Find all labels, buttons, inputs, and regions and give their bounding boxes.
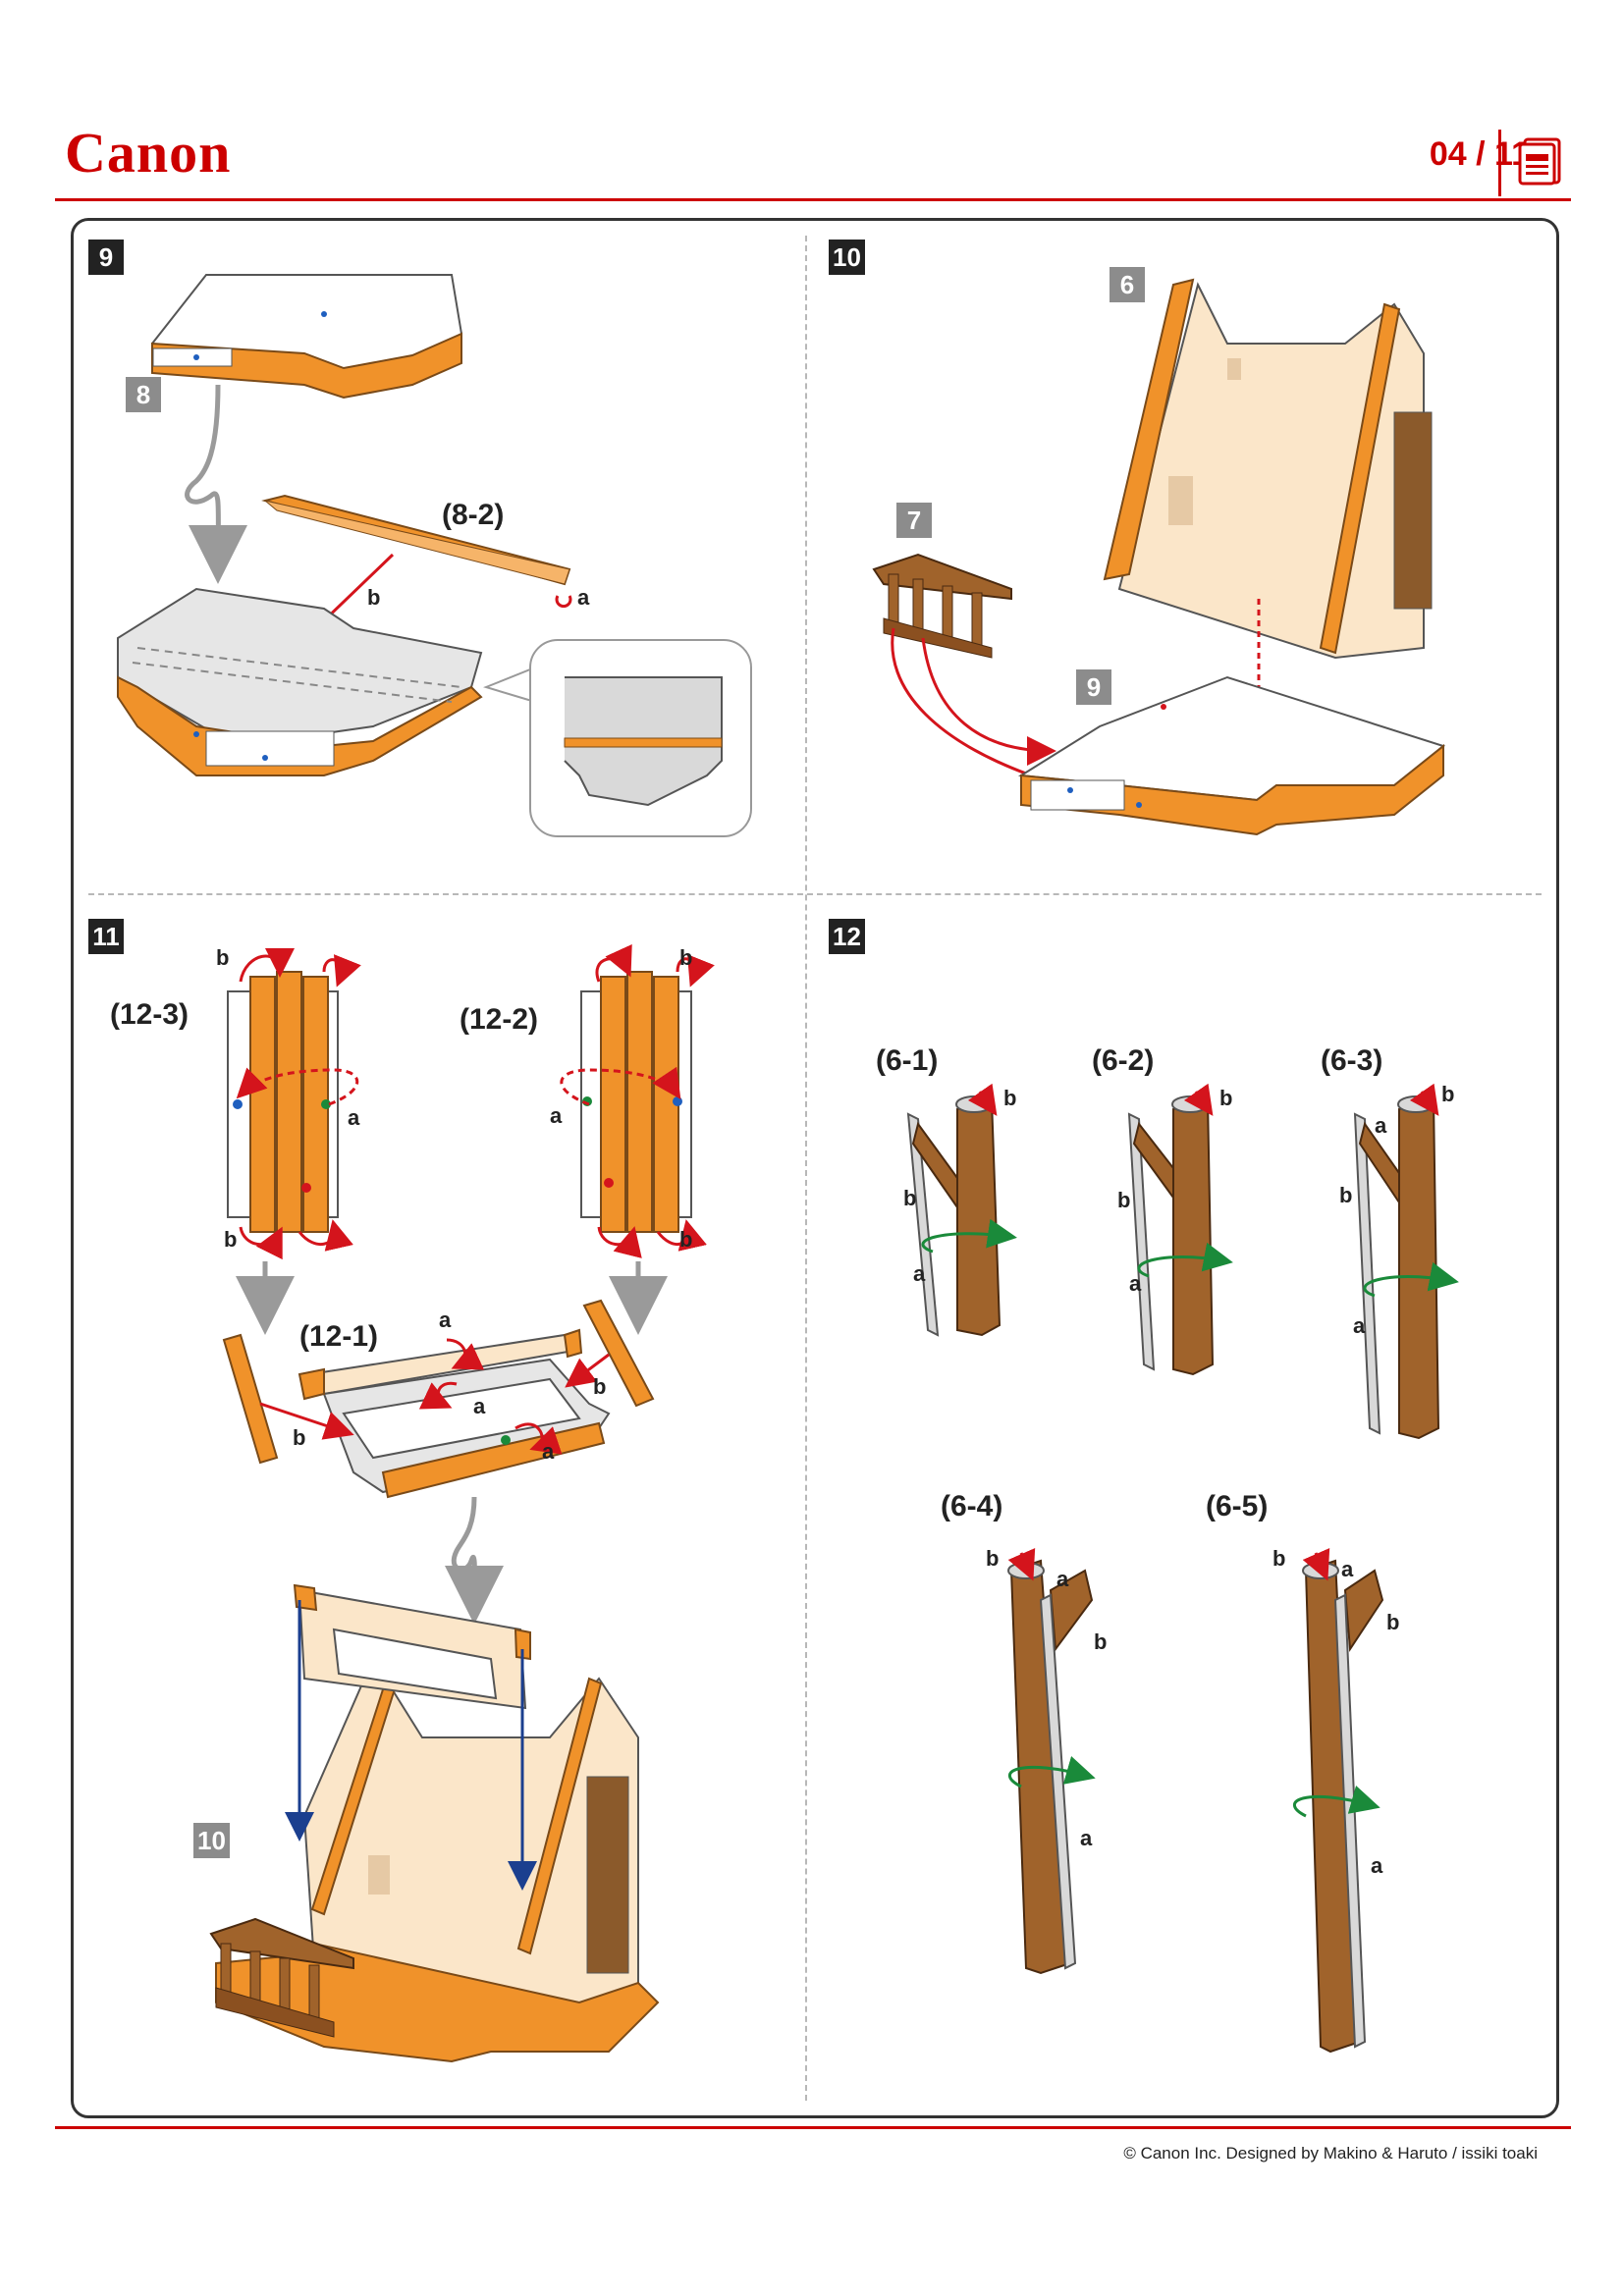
callout-12-1: (12-1)	[299, 1320, 379, 1353]
step12-trunk-6-2	[1127, 1083, 1233, 1376]
page-indicator: 04 / 11	[1429, 135, 1530, 173]
s11-121-a-2: a	[473, 1394, 486, 1418]
instruction-frame	[71, 218, 1559, 2118]
step9-flow-arrow	[185, 384, 248, 584]
step10-fence-arrow-2	[921, 637, 1056, 766]
s12-64-a-top: a	[1056, 1567, 1069, 1591]
step11-red-arrow-left	[259, 1402, 354, 1440]
s11-123-a: a	[348, 1105, 360, 1130]
s12-65-a-top: a	[1341, 1557, 1354, 1581]
s12-63-a-top: a	[1375, 1113, 1387, 1138]
step10-fence-arrow-1	[891, 627, 1066, 793]
step11-strip-12-2	[560, 943, 715, 1258]
s12-64-b-side: b	[1094, 1629, 1108, 1654]
step10-base-part9	[1017, 675, 1446, 836]
s11-123-b-bottom: b	[224, 1227, 238, 1252]
canon-logo: Canon	[65, 121, 232, 185]
s11-122-b-bottom: b	[679, 1227, 693, 1252]
step11-loose-strip-right	[582, 1299, 655, 1408]
part-badge-9: 9	[1076, 669, 1111, 705]
step11-red-arrow-right	[565, 1353, 610, 1388]
step11-house-part10	[209, 1583, 660, 2063]
s12-61-b-top: b	[1003, 1086, 1017, 1110]
s12-65-b-side: b	[1386, 1610, 1400, 1634]
step10-fence-part7	[872, 553, 1012, 659]
step11-flow-arrow-down	[445, 1496, 505, 1625]
header-rule	[55, 198, 1571, 201]
part-badge-8: 8	[126, 377, 161, 412]
step12-trunk-6-4	[1007, 1548, 1096, 1975]
callout-12-3: (12-3)	[110, 998, 189, 1031]
step12-trunk-6-5	[1292, 1548, 1384, 2054]
s11-122-b-top: b	[679, 945, 693, 970]
footer-credit: © Canon Inc. Designed by Makino & Haruto…	[1123, 2144, 1538, 2163]
callout-12-2: (12-2)	[460, 1003, 539, 1036]
s11-121-b-left: b	[293, 1425, 306, 1450]
step-number-11: 11	[88, 919, 124, 954]
vertical-divider	[805, 236, 807, 2101]
callout-6-1: (6-1)	[876, 1044, 939, 1077]
step11-strip-12-3	[227, 947, 361, 1260]
s11-122-a: a	[550, 1103, 563, 1128]
callout-6-2: (6-2)	[1092, 1044, 1155, 1077]
step9-base-part8	[151, 274, 463, 400]
step12-trunk-6-1	[906, 1083, 1017, 1337]
step9-fold-mark	[555, 595, 572, 609]
s12-64-b-top: b	[986, 1546, 1000, 1571]
step-number-12: 12	[829, 919, 865, 954]
s12-62-a: a	[1129, 1271, 1142, 1296]
horizontal-divider	[88, 893, 1542, 895]
step-number-9: 9	[88, 240, 124, 275]
step12-trunk-6-3	[1353, 1083, 1459, 1440]
s12-64-a-low: a	[1080, 1826, 1093, 1850]
s12-65-a-low: a	[1371, 1853, 1383, 1878]
callout-6-3: (6-3)	[1321, 1044, 1383, 1077]
s12-65-b-top: b	[1272, 1546, 1286, 1571]
s12-62-b-mid: b	[1117, 1188, 1131, 1212]
s11-121-b-right: b	[593, 1374, 607, 1399]
s11-121-a-3: a	[542, 1439, 555, 1464]
step9-detail-callout	[482, 639, 752, 837]
step11-loose-strip-left	[222, 1333, 279, 1465]
step11-frame-12-1	[298, 1328, 611, 1499]
s12-61-b-mid: b	[903, 1186, 917, 1210]
part-badge-6: 6	[1110, 267, 1145, 302]
step9-letter-a: a	[577, 585, 590, 610]
step9-tray	[117, 587, 483, 776]
step9-strip-8-2	[261, 494, 571, 586]
footer-rule	[55, 2126, 1571, 2129]
part-badge-7: 7	[896, 503, 932, 538]
s11-121-a-1: a	[439, 1308, 452, 1332]
step-number-10: 10	[829, 240, 865, 275]
callout-8-2: (8-2)	[442, 499, 505, 531]
s12-62-b-top: b	[1219, 1086, 1233, 1110]
s12-63-a-low: a	[1353, 1313, 1366, 1338]
callout-6-5: (6-5)	[1206, 1490, 1269, 1522]
s11-123-b-top: b	[216, 945, 230, 970]
s12-63-b-mid: b	[1339, 1183, 1353, 1207]
step9-letter-b: b	[367, 585, 381, 610]
s12-63-b-top: b	[1441, 1082, 1455, 1106]
part-badge-10: 10	[193, 1823, 230, 1858]
header-separator	[1498, 130, 1501, 196]
callout-6-4: (6-4)	[941, 1490, 1003, 1522]
step10-house-part6	[1103, 278, 1433, 660]
s12-61-a: a	[913, 1261, 926, 1286]
document-icon[interactable]	[1516, 135, 1563, 187]
